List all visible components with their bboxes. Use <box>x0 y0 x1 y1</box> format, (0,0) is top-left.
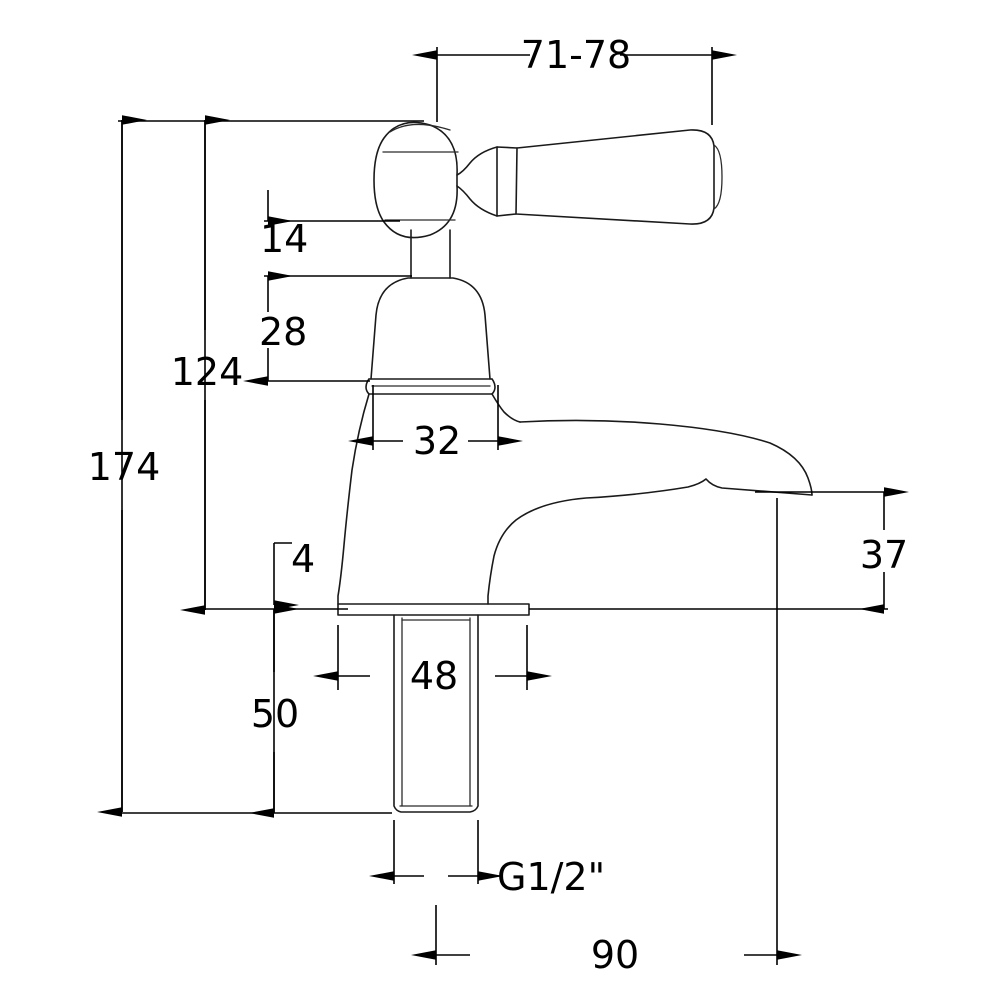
tap-body <box>337 393 521 605</box>
bonnet-shroud <box>365 277 496 395</box>
dimension-handle-reach: 71-78 <box>412 33 737 125</box>
handle-ball <box>373 121 459 239</box>
dimension-handle-ball-height: 14 <box>260 190 400 261</box>
dimension-label-174: 174 <box>88 445 161 489</box>
dimension-tail-length: 50 <box>249 604 299 818</box>
dimension-overall-height: 174 <box>88 115 161 817</box>
dimension-label-4: 4 <box>291 537 315 581</box>
dimension-label-71-78: 71-78 <box>521 33 631 77</box>
dimension-body-height: 124 <box>171 115 244 615</box>
dimension-label-37: 37 <box>860 533 908 577</box>
dimension-label-90: 90 <box>591 933 639 977</box>
dimension-spout-projection: 90 <box>411 498 802 977</box>
dimension-base-diameter: 48 <box>313 625 552 698</box>
dimension-label-32: 32 <box>413 419 461 463</box>
dimension-label-28: 28 <box>259 310 307 354</box>
dimension-thread-size: G1/2" <box>369 820 605 899</box>
dimension-label-124: 124 <box>171 350 244 394</box>
threaded-tail <box>393 614 479 813</box>
dimension-bonnet-diameter: 32 <box>348 385 523 463</box>
spout <box>487 419 813 605</box>
dimension-label-g-half-inch: G1/2" <box>497 855 605 899</box>
tap-outline-group <box>337 121 813 813</box>
dimension-label-50: 50 <box>251 692 299 736</box>
dimension-spout-height: 37 <box>755 487 909 614</box>
base-flange <box>337 603 530 616</box>
handle-stem <box>410 229 451 279</box>
handle-lever <box>456 129 723 225</box>
dimension-label-14: 14 <box>260 217 308 261</box>
dimension-base-plate-thickness: 4 <box>273 537 315 610</box>
dimension-bonnet-height: 28 <box>243 271 412 386</box>
dimension-label-48: 48 <box>410 654 458 698</box>
